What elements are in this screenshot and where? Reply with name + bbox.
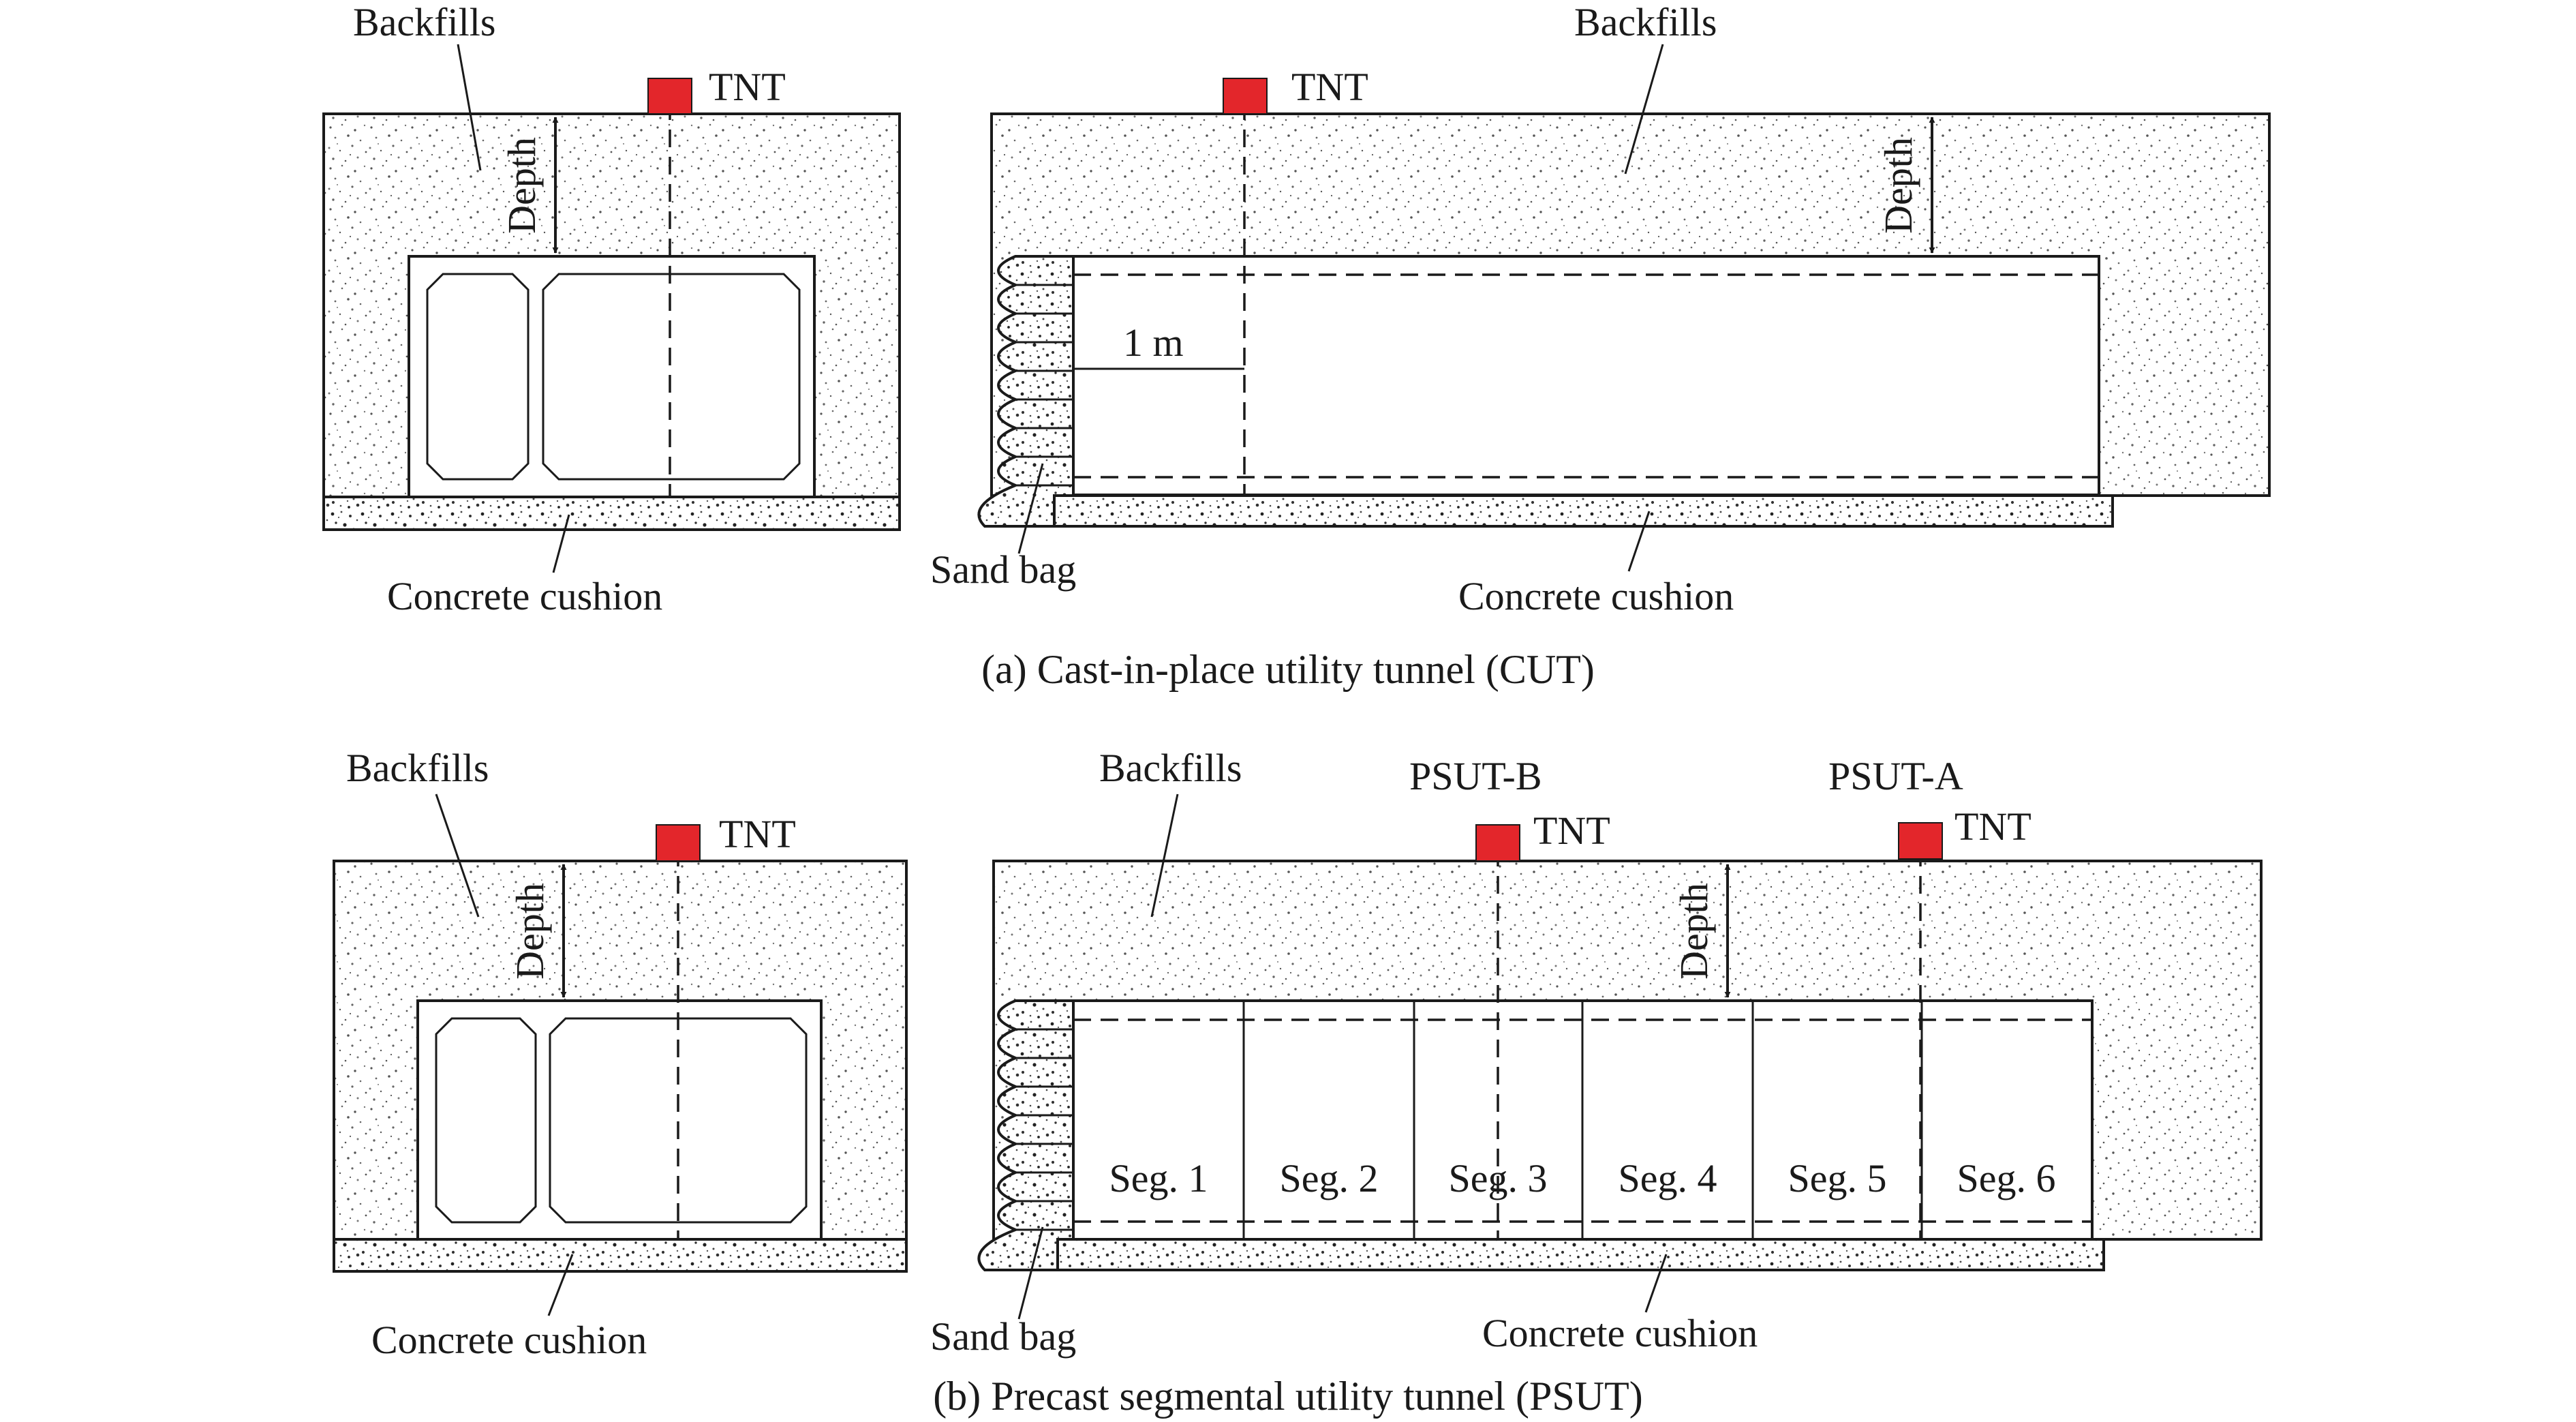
backfills-leader — [1150, 793, 1179, 918]
tnt-a-label: TNT — [1954, 804, 2031, 849]
depth-label: Depth — [1876, 137, 1920, 234]
panel-b: TNT Depth Backfills Concrete cushion — [333, 746, 2263, 1419]
concrete-cushion — [1056, 1238, 2105, 1271]
backfills-label: Backfills — [346, 746, 489, 790]
tunnel-cell-right — [542, 273, 801, 481]
backfills-label: Backfills — [1099, 746, 1242, 790]
backfills-leader — [457, 44, 482, 171]
sand-bag-stack — [977, 999, 1075, 1271]
cut-longitudinal-section: TNT 1 m Depth Backfills Sand bag Concret… — [930, 0, 2271, 618]
psut-cross-section: TNT Depth Backfills Concrete cushion — [333, 746, 908, 1362]
psut-a-label: PSUT-A — [1828, 754, 1963, 798]
cushion-label: Concrete cushion — [1458, 574, 1734, 618]
distance-label: 1 m — [1123, 320, 1184, 365]
sand-bag-stack — [977, 255, 1075, 528]
segment-label: Seg. 4 — [1619, 1156, 1717, 1200]
concrete-cushion — [322, 496, 901, 531]
tunnel-body — [1072, 255, 2100, 496]
segment-label: Seg. 5 — [1788, 1156, 1887, 1200]
tnt-label: TNT — [709, 65, 786, 109]
segment-label: Seg. 1 — [1109, 1156, 1208, 1200]
tunnel-cell-right — [549, 1017, 808, 1224]
tnt-b-label: TNT — [1533, 808, 1610, 853]
tnt-charge — [647, 78, 692, 115]
panel-a: TNT Depth Backfills Concrete cushion TNT… — [322, 0, 2271, 692]
segment-joints — [1242, 1001, 1923, 1239]
tnt-charge — [1223, 78, 1268, 115]
cushion-leader — [1627, 511, 1651, 572]
panel-a-caption: (a) Cast-in-place utility tunnel (CUT) — [981, 647, 1595, 692]
tunnel-cell-left — [426, 273, 530, 481]
sand-bag-label: Sand bag — [930, 1314, 1076, 1359]
depth-label: Depth — [500, 137, 544, 234]
concrete-cushion — [333, 1238, 908, 1273]
cushion-label: Concrete cushion — [387, 574, 662, 618]
psut-b-label: PSUT-B — [1409, 754, 1542, 798]
tunnel-cell-left — [435, 1017, 537, 1224]
cushion-label: Concrete cushion — [371, 1318, 647, 1362]
tnt-label: TNT — [719, 812, 796, 856]
backfills-leader — [1624, 44, 1664, 175]
depth-label: Depth — [508, 883, 552, 980]
depth-label: Depth — [1672, 883, 1716, 980]
concrete-cushion — [1053, 494, 2114, 528]
backfills-label: Backfills — [1574, 0, 1717, 44]
cut-cross-section: TNT Depth Backfills Concrete cushion — [322, 0, 901, 618]
cushion-leader — [552, 514, 570, 573]
cushion-leader — [1644, 1254, 1668, 1313]
tnt-charge-a — [1898, 822, 1943, 860]
sand-bag-label: Sand bag — [930, 547, 1076, 592]
sand-bag-leader — [1017, 463, 1044, 554]
tunnel-box — [408, 255, 816, 498]
backfills-leader — [435, 793, 480, 918]
cushion-label: Concrete cushion — [1482, 1311, 1758, 1355]
backfills-label: Backfills — [353, 0, 495, 44]
segment-label: Seg. 2 — [1280, 1156, 1379, 1200]
tnt-charge-b — [1475, 824, 1520, 862]
segment-label: Seg. 6 — [1957, 1156, 2056, 1200]
tunnel-box — [416, 999, 823, 1241]
sand-bag-leader — [1017, 1226, 1044, 1320]
psut-longitudinal-section: Seg. 1 Seg. 2 Seg. 3 Seg. 4 Seg. 5 Seg. … — [930, 746, 2263, 1359]
panel-b-caption: (b) Precast segmental utility tunnel (PS… — [933, 1374, 1642, 1419]
cushion-leader — [547, 1254, 574, 1316]
tnt-label: TNT — [1291, 65, 1368, 109]
tnt-charge — [656, 824, 701, 862]
